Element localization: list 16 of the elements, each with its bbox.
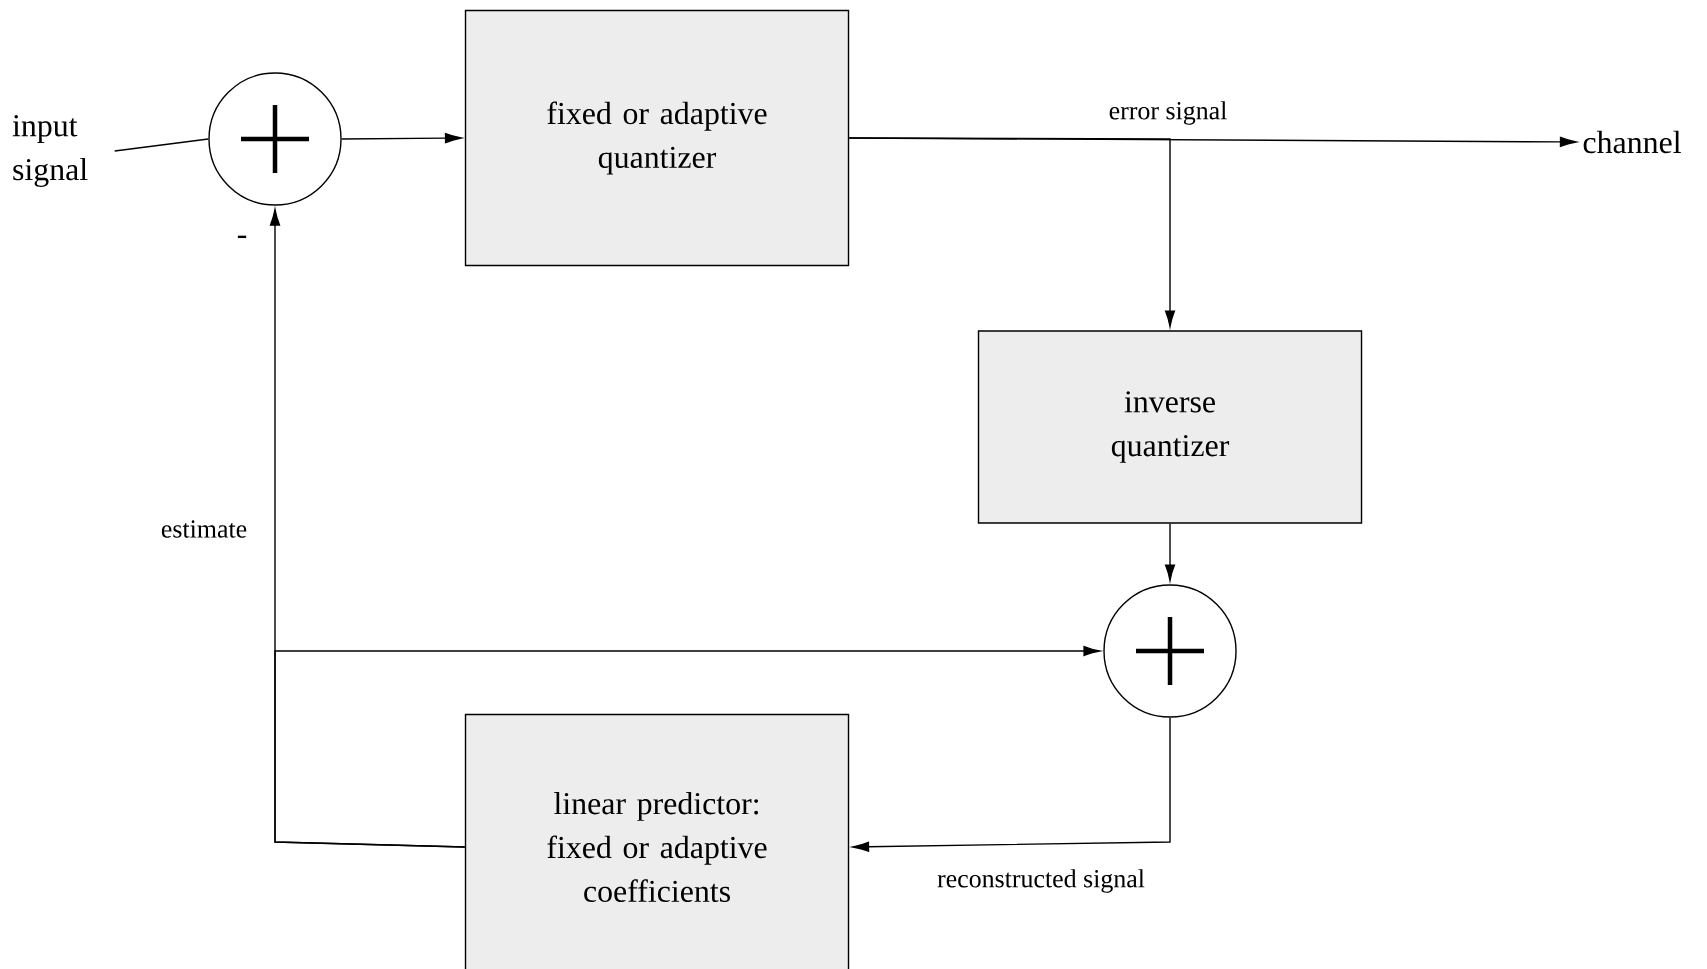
arrow (1164, 523, 1176, 582)
process-box: inverse quantizer (977, 330, 1363, 524)
arrow (852, 717, 1171, 852)
edge-label: reconstructed signal (936, 868, 1146, 894)
process-box: linear predictor: fixed or adaptive coefficients (464, 713, 850, 969)
summing-junction (208, 72, 342, 206)
edge-label: error signal (1107, 100, 1229, 126)
process-box: fixed or adaptive quantizer (464, 9, 850, 267)
arrow (848, 137, 1176, 328)
sign-label: - (237, 235, 247, 239)
edge-label: estimate (159, 519, 249, 539)
arrow (274, 645, 1101, 848)
terminal-label: channel (1583, 130, 1681, 154)
terminal-label: input signal (12, 115, 88, 187)
summing-junction (1103, 584, 1237, 718)
arrow (341, 133, 462, 144)
